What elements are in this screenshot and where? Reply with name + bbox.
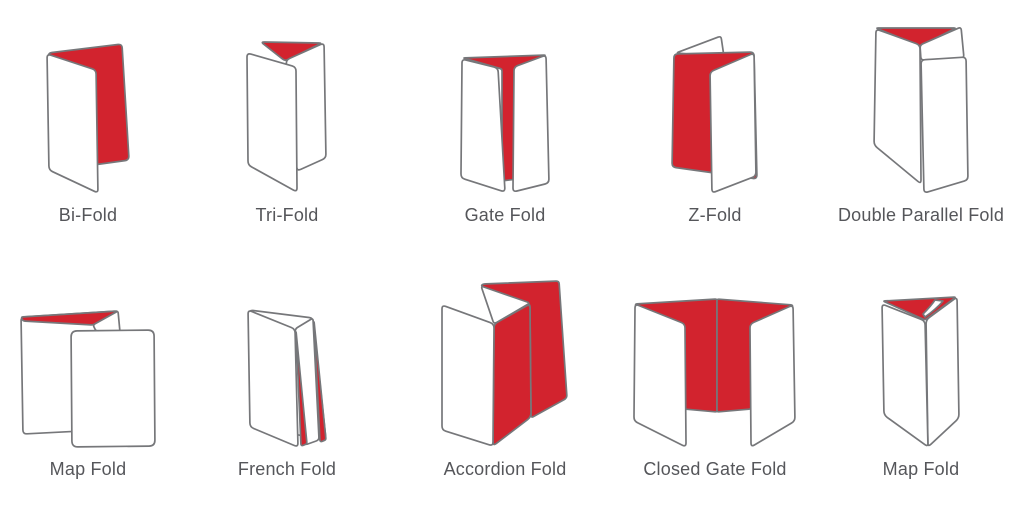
bi-fold-illustration [45, 43, 130, 193]
map-fold-illustration [19, 310, 156, 448]
fold-figure-bi-fold: Bi-Fold [0, 24, 176, 226]
fold-label: Bi-Fold [58, 205, 118, 225]
double-parallel-fold-illustration [872, 27, 969, 193]
fold-row-bottom: Map Fold French Fold Accordion Fold Clos… [0, 270, 1024, 480]
tri-fold-illustration [246, 41, 327, 192]
french-fold-illustration [246, 309, 327, 447]
fold-figure-map-fold-1: Map Fold [0, 270, 176, 480]
closed-gate-fold-illustration [633, 298, 796, 447]
fold-label: Z-Fold [688, 205, 742, 225]
fold-label: Map Fold [882, 459, 960, 479]
fold-figure-gate-fold: Gate Fold [398, 24, 612, 226]
fold-figure-accordion-fold: Accordion Fold [398, 270, 612, 480]
fold-figure-map-fold-2: Map Fold [818, 270, 1024, 480]
fold-row-top: Bi-Fold Tri-Fold Gate Fold Z-Fold Double… [0, 24, 1024, 226]
fold-label: Map Fold [49, 459, 127, 479]
gate-fold-illustration [459, 54, 550, 193]
fold-figure-tri-fold: Tri-Fold [176, 24, 398, 226]
fold-label: Tri-Fold [255, 205, 319, 225]
map-fold-illustration [881, 296, 960, 447]
fold-label: Gate Fold [464, 205, 546, 225]
fold-figure-double-parallel-fold: Double Parallel Fold [818, 24, 1024, 226]
fold-label: Closed Gate Fold [643, 459, 787, 479]
fold-label: Accordion Fold [443, 459, 567, 479]
fold-figure-z-fold: Z-Fold [612, 24, 818, 226]
fold-label: French Fold [237, 459, 337, 479]
fold-figure-closed-gate-fold: Closed Gate Fold [612, 270, 818, 480]
fold-label: Double Parallel Fold [837, 205, 1005, 225]
accordion-fold-illustration [441, 280, 568, 446]
fold-figure-french-fold: French Fold [176, 270, 398, 480]
z-fold-illustration [671, 35, 758, 193]
